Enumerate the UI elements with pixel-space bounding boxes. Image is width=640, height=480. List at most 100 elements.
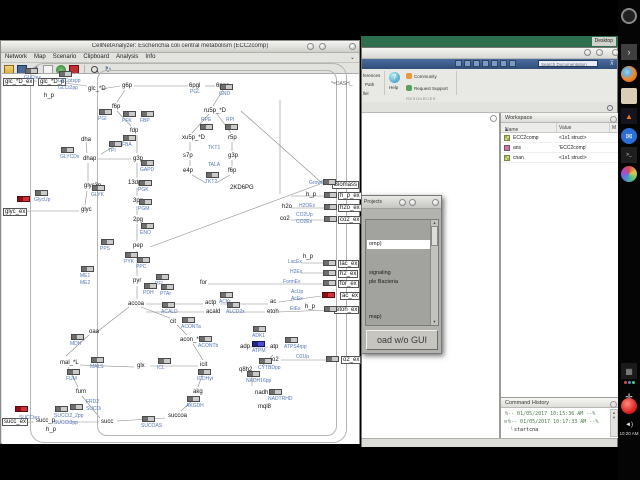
menu-analysis[interactable]: Analysis [116,54,139,60]
workspace-variable-list: ECC2comp <1x1 struct> ans 'ECC2comp' cnan <1x… [501,133,619,163]
terminal-icon[interactable]: >_ [621,147,637,163]
menu-map[interactable]: Map [34,54,46,60]
minimize-button[interactable] [307,43,314,50]
browser-globe-icon[interactable] [621,166,637,182]
toolstrip-divider [384,71,385,95]
minimize-button[interactable] [399,199,406,206]
project-listbox[interactable]: omp) signaling ple Bacteria map) ▲ ▼ [365,219,439,326]
dialog-titlebar: Projects [362,196,441,209]
zoom-icon[interactable] [90,65,100,75]
menu-info[interactable]: Info [145,54,156,60]
copy-icon[interactable] [482,60,489,67]
taskbar: ›▲✉>_▦✛◄) 10:20 AM [618,0,640,480]
volume-icon[interactable]: ◄) [625,422,633,428]
desktop-top-bar: Desktop [361,36,618,47]
cna-window: CellNetAnalyzer: Escherichia coli centra… [0,40,360,444]
mixer-icon[interactable]: ✛ [625,391,633,402]
maximize-button[interactable] [596,49,603,56]
struct-icon [504,154,510,161]
firefox-icon[interactable] [621,66,637,82]
listbox-scrollbar[interactable]: ▲ ▼ [430,220,438,325]
history-line[interactable]: ⊟%-- 01/05/2017 10:17:33 AM --% [504,419,599,425]
variable-name: ECC2comp [513,135,539,141]
cna-projects-dialog: Projects omp) signaling ple Bacteria map) ▲… [361,195,442,354]
project-list-item[interactable]: ple Bacteria [369,279,399,285]
help-button[interactable]: Help [389,85,399,90]
help-icon[interactable]: ? [389,72,400,83]
launcher-icon[interactable] [621,8,637,24]
toolstrip-fragment[interactable]: Path [365,82,375,87]
history-line[interactable]: └startcna [510,427,539,433]
panel-expand-icon[interactable]: › [621,44,637,60]
history-icon[interactable]: ↻ [104,65,112,74]
scrollbar-thumb[interactable] [431,226,438,246]
variable-name: ans [513,145,522,151]
menu-network[interactable]: Network [5,54,28,60]
matlab-titlebar [362,48,619,59]
matlab-icon[interactable]: ▲ [621,108,637,124]
file-manager-icon[interactable] [621,88,637,104]
variable-value: <1x1 struct> [559,155,587,161]
variable-name: cnan [513,155,524,161]
community-icon [406,73,412,79]
workspace-dots-icon[interactable] [621,381,637,384]
workspace-variable-row[interactable]: ans 'ECC2comp' [501,143,619,153]
project-list-item[interactable]: map) [369,314,382,320]
workspace-header: Workspace [501,113,619,123]
char-icon [504,144,510,151]
history-line[interactable]: %-- 01/05/2017 10:15:36 AM --% [505,411,596,417]
new-script-icon[interactable] [455,60,462,67]
command-history-list: %-- 01/05/2017 10:15:36 AM --% ⊟%-- 01/05… [501,408,619,434]
request-support-button[interactable]: Request Support [414,86,448,91]
workspace-variable-row[interactable]: ECC2comp <1x1 struct> [501,133,619,143]
mail-icon[interactable]: ✉ [621,128,637,144]
search-documentation-input[interactable]: Search Documentation [538,60,598,67]
close-button[interactable] [432,199,439,206]
menu-scenario[interactable]: Scenario [52,54,77,60]
network-map-canvas[interactable] [2,73,359,444]
minimize-toolstrip-icon[interactable]: ⊼ [609,61,614,67]
struct-icon [504,134,510,141]
cna-menubar: Network Map Scenario Clipboard Analysis Info [1,53,359,63]
column-header-min[interactable]: M [612,125,617,131]
variable-value: 'ECC2comp' [559,145,587,151]
variable-value: <1x1 struct> [559,135,587,141]
pager-icon[interactable]: ▦ [621,363,637,379]
workspace-panel: Workspace Name ▴ Value M ECC2comp<1x1 st… [500,113,619,397]
toolstrip-divider [456,71,457,95]
toolbar-separator [84,64,85,75]
menu-clipboard[interactable]: Clipboard [83,54,110,60]
cut-icon[interactable] [473,60,480,67]
project-list-item[interactable]: signaling [369,270,391,276]
search-icon[interactable] [607,105,613,111]
record-icon[interactable] [621,398,637,414]
toolstrip-fragment[interactable]: llel [363,91,369,96]
matlab-quick-access-bar: Search Documentation ⊼ [362,59,617,69]
redo-icon[interactable] [509,60,516,67]
project-list-item[interactable]: omp) [367,240,430,249]
column-header-value[interactable]: Value [559,125,572,131]
quick-access-icons [455,60,516,67]
open-file-icon[interactable] [464,60,471,67]
history-scrollbar[interactable]: ▲▼ [610,409,618,437]
load-without-gui-button[interactable]: oad w/o GUI [366,330,438,350]
panel-menu-icon[interactable] [610,116,617,123]
undo-icon[interactable] [500,60,507,67]
desktop-tab[interactable]: Desktop [591,37,616,46]
community-button[interactable]: Community [414,74,437,79]
maximize-button[interactable] [409,199,416,206]
toolstrip-fragment[interactable]: ferences [363,73,381,78]
workspace-variable-row[interactable]: cnan <1x1 struct> [501,153,619,163]
paste-icon[interactable] [491,60,498,67]
command-history-header: Command History [501,398,619,408]
minimize-button[interactable] [584,49,591,56]
maximize-button[interactable] [319,43,326,50]
dialog-title: Projects [364,199,383,205]
close-button[interactable] [349,43,356,50]
color-icon[interactable] [56,64,66,75]
panel-menu-icon[interactable] [610,401,617,408]
menu-overflow-icon[interactable]: ⌄ [349,55,355,61]
panel-menu-icon[interactable] [490,115,497,122]
matlab-statusbar [362,438,617,447]
